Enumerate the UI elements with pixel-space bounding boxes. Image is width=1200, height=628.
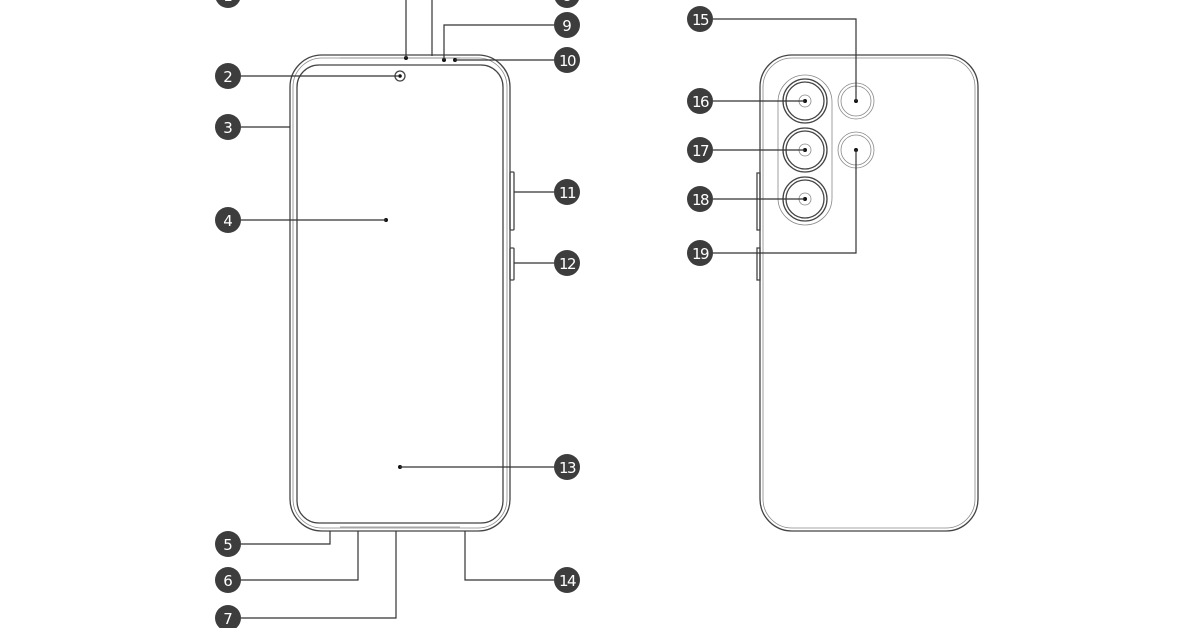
callout-badge-14: 14 xyxy=(554,567,580,593)
volume-button xyxy=(509,171,515,231)
callout-badge-7: 7 xyxy=(215,605,241,628)
callout-badge-3: 3 xyxy=(215,114,241,140)
callout-number: 17 xyxy=(692,142,709,160)
leader-line xyxy=(464,531,554,581)
phone-back xyxy=(756,54,979,532)
callout-number: 8 xyxy=(562,0,572,5)
callout-badge-13: 13 xyxy=(554,454,580,480)
leader-line xyxy=(713,150,857,254)
callout-badge-12: 12 xyxy=(554,250,580,276)
callout-number: 14 xyxy=(559,572,576,590)
callout-number: 7 xyxy=(223,610,233,628)
callout-badge-18: 18 xyxy=(687,186,713,212)
callout-number: 6 xyxy=(223,572,233,590)
callout-number: 5 xyxy=(223,536,233,554)
callout-number: 9 xyxy=(562,17,572,35)
callout-badge-2: 2 xyxy=(215,63,241,89)
leader-line xyxy=(713,18,857,101)
callout-number: 15 xyxy=(692,11,709,29)
leader-line xyxy=(241,531,397,619)
callout-badge-8: 8 xyxy=(555,0,579,8)
callout-badge-10: 10 xyxy=(554,47,580,73)
phone-front xyxy=(289,54,515,532)
callout-badge-17: 17 xyxy=(687,137,713,163)
callout-badge-5: 5 xyxy=(215,531,241,557)
side-button-back xyxy=(756,247,761,281)
callout-number: 19 xyxy=(692,245,709,263)
callout-number: 1 xyxy=(223,0,233,5)
callout-badge-9: 9 xyxy=(554,12,580,38)
callout-number: 2 xyxy=(223,68,233,86)
callout-badge-4: 4 xyxy=(215,207,241,233)
callout-number: 12 xyxy=(559,255,576,273)
leader-line xyxy=(241,531,331,545)
callout-number: 10 xyxy=(559,52,576,70)
volume-button-back xyxy=(756,172,761,231)
leader-line xyxy=(443,24,554,60)
callout-number: 3 xyxy=(223,119,233,137)
callout-badge-16: 16 xyxy=(687,88,713,114)
callout-badge-15: 15 xyxy=(687,6,713,32)
callout-badge-6: 6 xyxy=(215,567,241,593)
callout-number: 11 xyxy=(559,184,576,202)
callout-number: 13 xyxy=(559,459,576,477)
callout-badge-1: 1 xyxy=(216,0,240,8)
leader-line xyxy=(241,531,359,581)
callout-number: 4 xyxy=(223,212,233,230)
side-button xyxy=(509,247,515,281)
callout-number: 16 xyxy=(692,93,709,111)
callout-badge-11: 11 xyxy=(554,179,580,205)
callout-number: 18 xyxy=(692,191,709,209)
callout-badge-19: 19 xyxy=(687,240,713,266)
